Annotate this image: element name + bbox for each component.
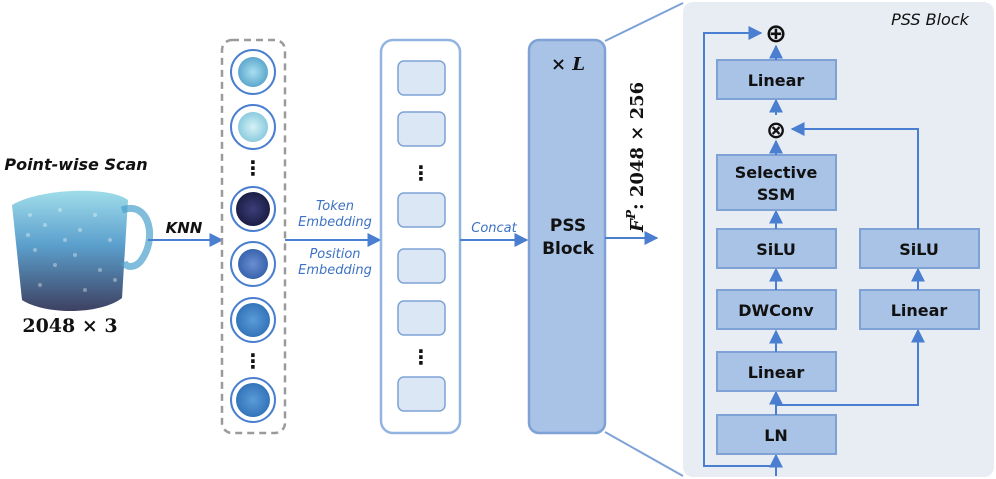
input-caption: Point-wise Scan	[4, 155, 147, 174]
token-embedding-label-2: Embedding	[298, 215, 372, 230]
patch-6	[230, 377, 276, 423]
ssm-label-2: SSM	[757, 185, 795, 204]
token-ellipsis-bottom: ⋮	[411, 345, 431, 369]
feature-symbol: F	[627, 218, 648, 233]
patch-1	[230, 49, 276, 95]
token-6	[397, 376, 446, 412]
linear-out-label: Linear	[748, 71, 805, 90]
silu-gate-label: SiLU	[899, 240, 939, 259]
token-5	[397, 300, 446, 336]
dwconv-box	[716, 289, 837, 330]
token-4	[397, 248, 446, 284]
add-icon: ⊕	[765, 19, 787, 49]
position-embedding-label-1: Position	[309, 247, 360, 262]
ssm-label-1: Selective	[735, 163, 818, 182]
residual-connection	[703, 26, 776, 467]
linear-gate-label: Linear	[891, 301, 948, 320]
concat-label: Concat	[471, 221, 517, 236]
ln-to-gate-connection	[776, 328, 925, 406]
knn-label: KNN	[166, 219, 203, 237]
point-cloud-cup-icon	[12, 190, 154, 312]
silu-main-label: SiLU	[756, 240, 796, 259]
dwconv-label: DWConv	[738, 301, 814, 320]
patch-2	[230, 104, 276, 150]
silu-gate-box	[859, 228, 980, 269]
zoom-line-bottom	[604, 431, 684, 477]
zoom-line-top	[604, 2, 684, 42]
patch-5	[230, 297, 276, 343]
token-1	[397, 60, 446, 96]
pss-stack	[527, 38, 607, 435]
patch-4	[230, 241, 276, 287]
feature-label: F P : 2048 × 256	[624, 82, 648, 233]
linear-out-box	[716, 59, 837, 100]
pss-repeat-label: × L	[551, 54, 585, 75]
token-3	[397, 192, 446, 228]
token-ellipsis-top: ⋮	[411, 161, 431, 185]
linear-in-box	[716, 351, 837, 392]
patch-3	[230, 186, 276, 232]
token-2	[397, 111, 446, 147]
ln-box	[716, 414, 837, 455]
patch-ellipsis-bottom: ⋮	[243, 349, 263, 373]
pss-stack-label-1: PSS	[550, 216, 586, 236]
multiply-icon: ⊗	[766, 116, 786, 144]
position-embedding-label-2: Embedding	[298, 263, 372, 278]
pss-block-title: PSS Block	[891, 10, 969, 29]
input-shape: 2048 × 3	[22, 315, 117, 337]
linear-gate-box	[859, 289, 980, 330]
linear-in-label: Linear	[748, 363, 805, 382]
token-embedding-label-1: Token	[316, 199, 354, 214]
pss-stack-label-2: Block	[542, 239, 595, 259]
feature-superscript: P	[624, 209, 638, 220]
gate-to-mul-connection	[790, 122, 919, 229]
ln-label: LN	[764, 426, 788, 445]
feature-shape: : 2048 × 256	[627, 82, 648, 210]
token-column	[379, 38, 462, 435]
patch-ellipsis-top: ⋮	[243, 156, 263, 180]
patch-column	[220, 38, 287, 435]
